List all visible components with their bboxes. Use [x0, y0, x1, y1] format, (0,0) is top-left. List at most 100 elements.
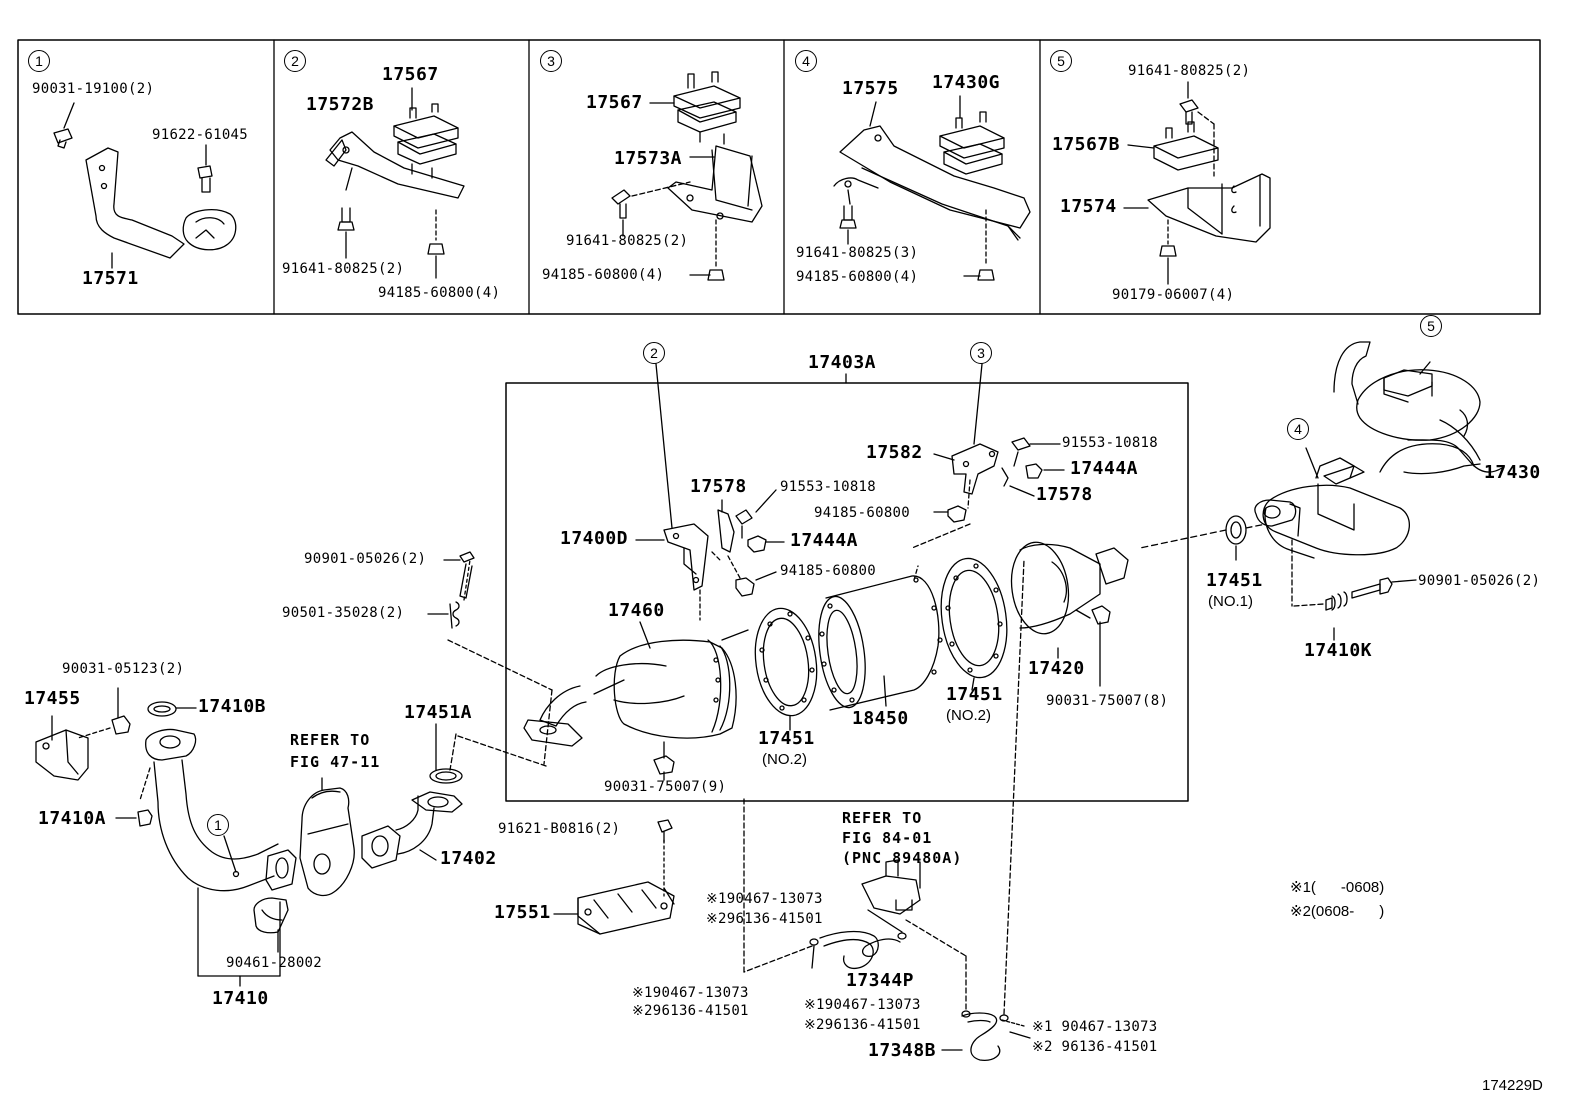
label-94185-60800-a: 94185-60800: [780, 563, 877, 579]
inset-panels-frame: [17, 39, 1541, 315]
label-clip-1a: ※190467-13073: [706, 891, 823, 907]
label-refer-to-1: REFER TO: [290, 731, 371, 749]
label-17410k: 17410K: [1304, 640, 1373, 661]
label-90501-35028: 90501-35028(2): [282, 605, 405, 621]
label-17567b: 17567B: [1052, 134, 1121, 155]
panel1-drawing: [53, 102, 237, 269]
label-17410: 17410: [212, 988, 269, 1009]
label-clip-3a: ※190467-13073: [804, 997, 921, 1013]
label-17455: 17455: [24, 688, 81, 709]
label-17348b: 17348B: [868, 1040, 937, 1061]
label-91641-80825-p3: 91641-80825(2): [566, 233, 689, 249]
label-clip-3b: ※296136-41501: [804, 1017, 921, 1033]
callout-2-main: 2: [643, 342, 665, 364]
label-17571: 17571: [82, 268, 139, 289]
filter-drawing: [818, 565, 943, 711]
label-17551: 17551: [494, 902, 551, 923]
label-17574: 17574: [1060, 196, 1117, 217]
label-refer-to-2: REFER TO: [842, 809, 923, 827]
panel3-drawing: [611, 71, 763, 281]
label-90901-05026-left: 90901-05026(2): [304, 551, 427, 567]
label-90461-28002: 90461-28002: [226, 955, 323, 971]
callout-3: 3: [540, 50, 562, 72]
label-90031-19100: 90031-19100(2): [32, 81, 155, 97]
panel4-drawing: [833, 95, 1031, 281]
callout-5: 5: [1050, 50, 1072, 72]
label-17451-no1: 17451: [1206, 570, 1263, 591]
panel2-drawing: [325, 87, 465, 279]
front-bracket-drawing: [635, 363, 785, 621]
label-91641-80825-p2: 91641-80825(2): [282, 261, 405, 277]
label-90031-05123: 90031-05123(2): [62, 661, 185, 677]
label-17451-right-note: (NO.2): [946, 707, 991, 724]
label-91622-61045: 91622-61045: [152, 127, 249, 143]
label-fig-84-01: FIG 84-01: [842, 829, 933, 847]
label-17573a: 17573A: [614, 148, 683, 169]
callout-1-main: 1: [207, 814, 229, 836]
label-94185-60800-p2: 94185-60800(4): [378, 285, 501, 301]
label-17451a: 17451A: [404, 702, 473, 723]
label-17444a-b: 17444A: [1070, 458, 1139, 479]
label-94185-60800-b: 94185-60800: [814, 505, 911, 521]
label-91621-b0816: 91621-B0816(2): [498, 821, 621, 837]
label-17567-p2: 17567: [382, 64, 439, 85]
label-17567-p3: 17567: [586, 92, 643, 113]
label-94185-60800-p3: 94185-60800(4): [542, 267, 665, 283]
label-91553-10818-a: 91553-10818: [780, 479, 877, 495]
heat-insulator-drawing: [553, 819, 675, 935]
label-17430: 17430: [1484, 462, 1541, 483]
callout-4-main: 4: [1287, 418, 1309, 440]
label-17575: 17575: [842, 78, 899, 99]
label-90031-75007-9: 90031-75007(9): [604, 779, 727, 795]
label-90179-06007: 90179-06007(4): [1112, 287, 1235, 303]
label-17582: 17582: [866, 442, 923, 463]
front-pipe-drawing: [115, 728, 297, 987]
cover-drawing: [35, 715, 89, 781]
callout-1: 1: [28, 50, 50, 72]
panel5-drawing: [1123, 81, 1271, 285]
gasket-17410b-drawing: [147, 701, 177, 717]
label-pnc-89480a: (PNC 89480A): [842, 849, 963, 867]
label-18450: 18450: [852, 708, 909, 729]
label-17578-b: 17578: [1036, 484, 1093, 505]
label-17451-left: 17451: [758, 728, 815, 749]
label-clip-4a: ※1 90467-13073: [1032, 1019, 1158, 1035]
label-17572b: 17572B: [306, 94, 375, 115]
label-94185-60800-p4: 94185-60800(4): [796, 269, 919, 285]
callout-4: 4: [795, 50, 817, 72]
gasket-17451a-drawing: [429, 768, 463, 784]
label-clip-4b: ※2 96136-41501: [1032, 1039, 1158, 1055]
label-17410a: 17410A: [38, 808, 107, 829]
muffler-drawing: [1254, 341, 1503, 559]
label-17402: 17402: [440, 848, 497, 869]
label-91641-80825-p5: 91641-80825(2): [1128, 63, 1251, 79]
callout-3-main: 3: [970, 342, 992, 364]
gasket-left-drawing: [754, 607, 818, 731]
label-17430g: 17430G: [932, 72, 1001, 93]
note-2: ※2(0608- ): [1290, 903, 1385, 920]
gasket-no1-drawing: [1139, 515, 1417, 641]
label-17400d: 17400D: [560, 528, 629, 549]
rear-bracket-drawing: [911, 363, 1065, 549]
label-17451-right: 17451: [946, 684, 1003, 705]
label-90901-05026-right: 90901-05026(2): [1418, 573, 1541, 589]
callout-2: 2: [284, 50, 306, 72]
label-17444a-a: 17444A: [790, 530, 859, 551]
label-90031-75007-8: 90031-75007(8): [1046, 693, 1169, 709]
label-17451-left-note: (NO.2): [762, 751, 807, 768]
label-clip-2a: ※190467-13073: [632, 985, 749, 1001]
label-17420: 17420: [1028, 658, 1085, 679]
front-pipe-fasteners: [77, 551, 553, 765]
figure-id: 174229D: [1482, 1077, 1543, 1094]
converter-drawing: [523, 621, 749, 781]
label-17403a: 17403A: [808, 352, 877, 373]
label-17451-no1-note: (NO.1): [1208, 593, 1253, 610]
label-91553-10818-b: 91553-10818: [1062, 435, 1159, 451]
pipe-17402-drawing: [361, 791, 463, 869]
label-17460: 17460: [608, 600, 665, 621]
label-91641-80825-p4: 91641-80825(3): [796, 245, 919, 261]
refer-47-11-drawing: [299, 777, 355, 897]
label-17344p: 17344P: [846, 970, 915, 991]
